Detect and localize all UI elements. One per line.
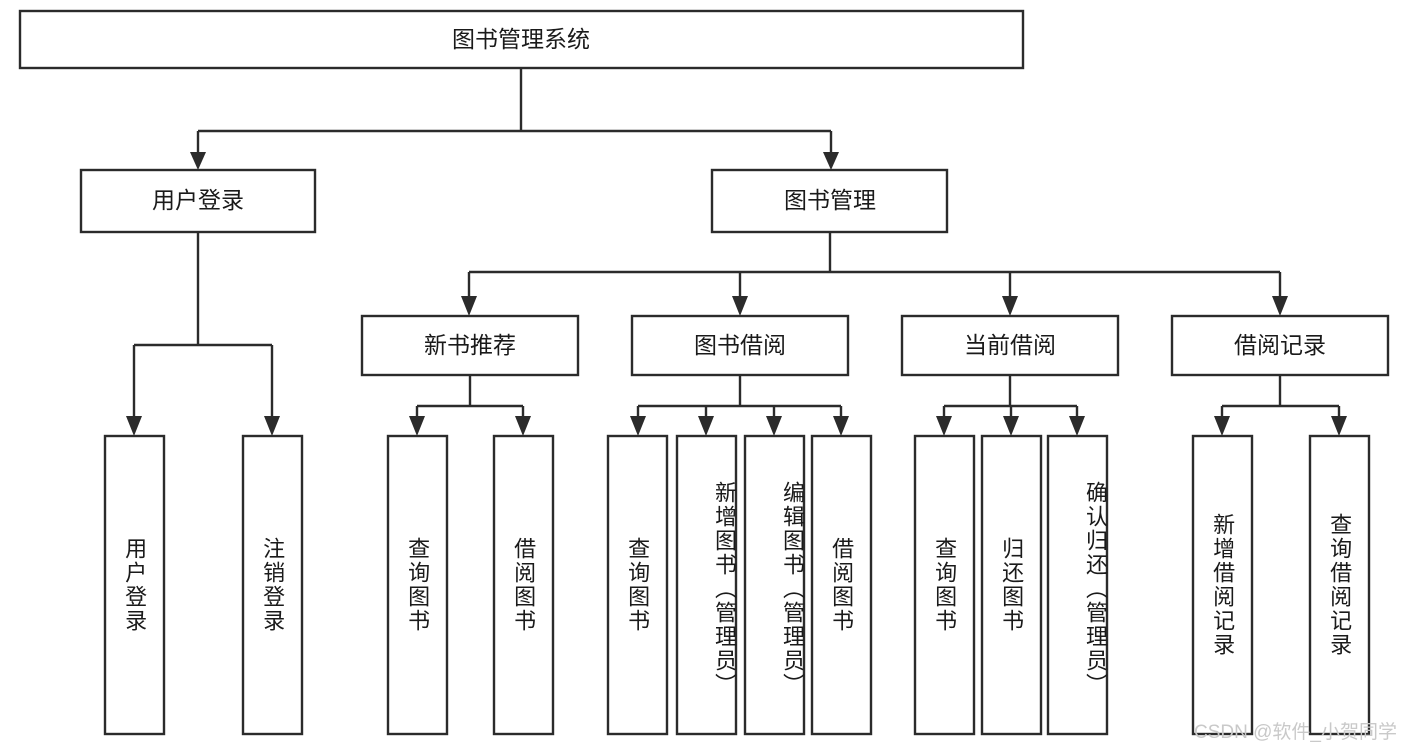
node-root-label: 图书管理系统: [452, 26, 590, 52]
leaf-box-br-add-record[interactable]: [1191, 434, 1254, 736]
leaf-box-nb-query-book[interactable]: [386, 434, 449, 736]
node-borrow-record-label: 借阅记录: [1234, 332, 1326, 358]
arrow-head-cb-leaf-2: [1003, 416, 1019, 436]
arrow-head-current-borrow: [1002, 296, 1018, 316]
leaf-box-cb-return-book[interactable]: [980, 434, 1043, 736]
node-borrow-record-box[interactable]: [1170, 314, 1390, 377]
arrow-head-book-manage: [823, 152, 839, 170]
node-book-borrow-box[interactable]: [630, 314, 850, 377]
node-user-login-label: 用户登录: [152, 187, 244, 213]
arrow-head-leaf-logout: [264, 416, 280, 436]
node-current-borrow-label: 当前借阅: [964, 332, 1056, 358]
leaf-box-bb-add-book[interactable]: [675, 434, 738, 736]
leaf-box-bb-edit-book[interactable]: [743, 434, 806, 736]
arrow-head-bb-leaf-4: [833, 416, 849, 436]
arrow-head-bb-leaf-2: [698, 416, 714, 436]
leaf-box-nb-borrow-book[interactable]: [492, 434, 555, 736]
leaf-box-user-login[interactable]: [103, 434, 166, 736]
arrow-head-leaf-user-login: [126, 416, 142, 436]
arrow-head-book-borrow: [732, 296, 748, 316]
leaf-box-cb-confirm-return[interactable]: [1046, 434, 1109, 736]
leaf-box-bb-borrow-book[interactable]: [810, 434, 873, 736]
leaf-box-bb-query-book[interactable]: [606, 434, 669, 736]
arrow-head-nb-leaf-1: [409, 416, 425, 436]
node-current-borrow-box[interactable]: [900, 314, 1120, 377]
node-book-manage-box[interactable]: [710, 168, 949, 234]
leaf-box-logout[interactable]: [241, 434, 304, 736]
arrow-head-bb-leaf-1: [630, 416, 646, 436]
leaf-box-cb-query-book[interactable]: [913, 434, 976, 736]
arrow-head-nb-leaf-2: [515, 416, 531, 436]
node-book-borrow-label: 图书借阅: [694, 332, 786, 358]
node-new-book-recommend-box[interactable]: [360, 314, 580, 377]
arrow-head-cb-leaf-3: [1069, 416, 1085, 436]
arrow-head-cb-leaf-1: [936, 416, 952, 436]
arrow-head-borrow-record: [1272, 296, 1288, 316]
arrow-head-br-leaf-1: [1214, 416, 1230, 436]
arrow-head-user-login: [190, 152, 206, 170]
node-book-manage-label: 图书管理: [784, 187, 876, 213]
csdn-watermark: CSDN @软件_小贺同学: [1194, 722, 1397, 743]
arrow-head-bb-leaf-3: [766, 416, 782, 436]
arrow-head-br-leaf-2: [1331, 416, 1347, 436]
node-root-box[interactable]: [18, 9, 1025, 70]
node-new-book-recommend-label: 新书推荐: [424, 332, 516, 358]
arrow-head-new-book: [461, 296, 477, 316]
leaf-box-br-query-record[interactable]: [1308, 434, 1371, 736]
